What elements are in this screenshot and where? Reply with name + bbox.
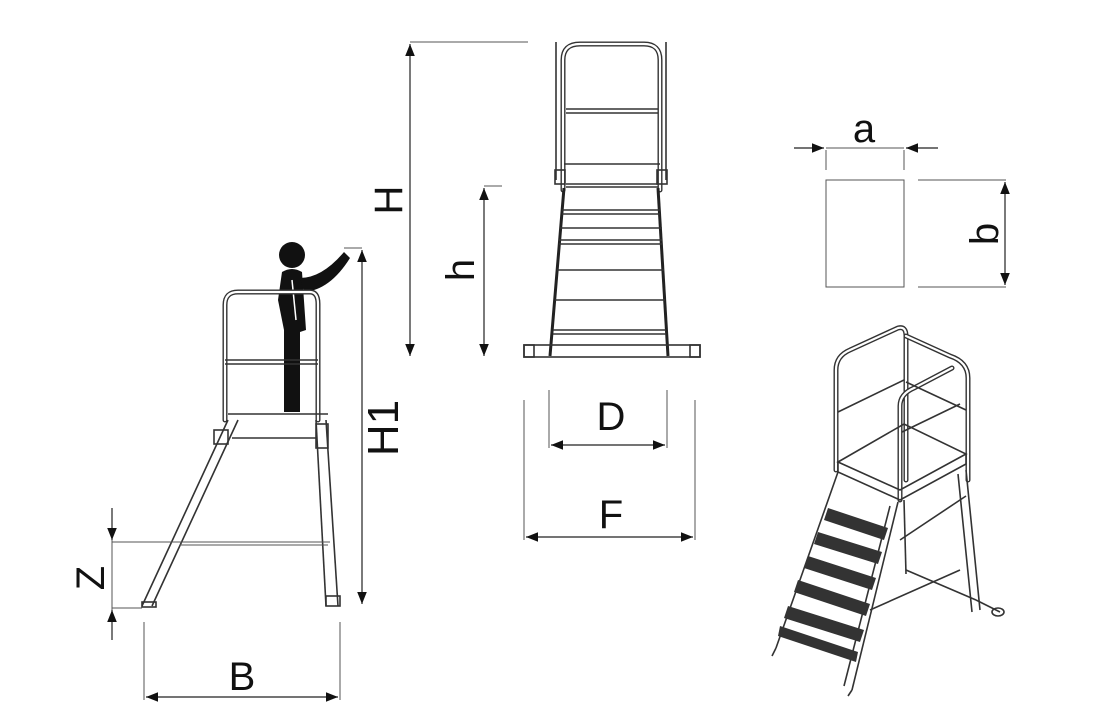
- platform-plan: [794, 143, 1010, 288]
- label-H: H: [367, 186, 411, 215]
- label-H1: H1: [359, 400, 408, 456]
- label-b: b: [963, 223, 1007, 245]
- label-a: a: [853, 107, 876, 151]
- stair-treads: [778, 508, 888, 662]
- label-F: F: [599, 493, 623, 537]
- label-B: B: [229, 655, 256, 699]
- label-h: h: [439, 259, 483, 281]
- side-view: [107, 242, 367, 702]
- label-Z: Z: [69, 566, 113, 590]
- isometric-view: [771, 325, 1005, 697]
- person-silhouette-icon: [278, 242, 350, 412]
- front-view: [405, 41, 701, 542]
- label-D: D: [597, 395, 626, 439]
